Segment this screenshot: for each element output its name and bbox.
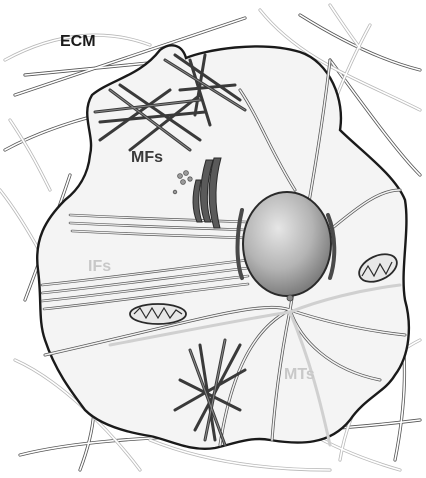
- mitochondrion-left: [130, 304, 186, 324]
- label-ifs: IFs: [88, 258, 111, 275]
- cell-membrane: [37, 45, 409, 448]
- label-mfs: MFs: [131, 149, 163, 166]
- centrosome: [287, 295, 293, 301]
- nucleus: [243, 192, 331, 296]
- label-ecm: ECM: [60, 33, 96, 50]
- label-mts: MTs: [284, 366, 315, 383]
